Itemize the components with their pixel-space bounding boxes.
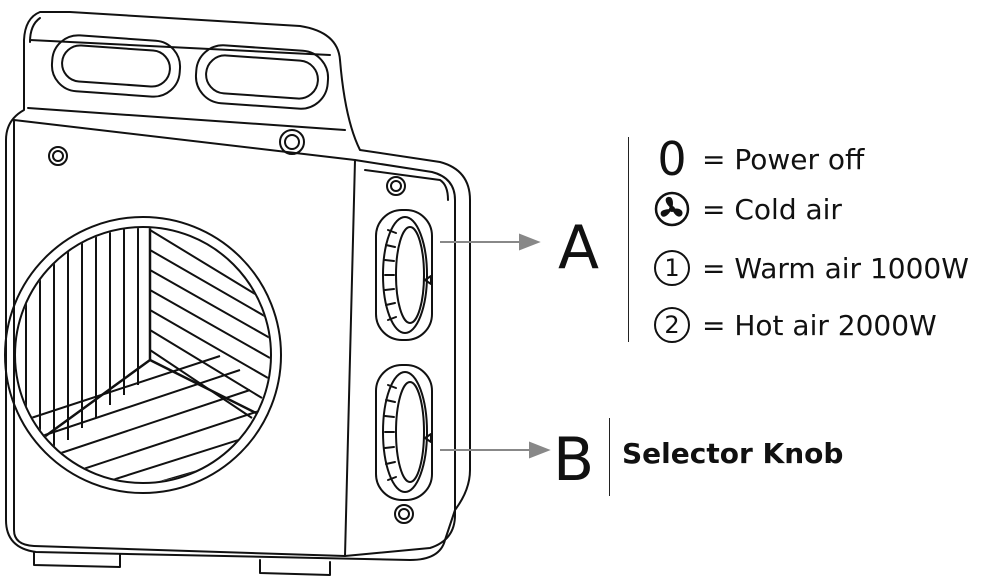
knob-a-recess bbox=[375, 209, 433, 341]
leader-arrows bbox=[440, 233, 551, 459]
callout-letter-b: B bbox=[553, 425, 595, 495]
heater-front-face bbox=[13, 119, 356, 557]
callout-b-divider bbox=[609, 418, 610, 496]
knob-b bbox=[382, 371, 432, 493]
zero-symbol: 0 bbox=[657, 132, 687, 186]
fan-icon bbox=[650, 187, 694, 231]
setting-text-hot-air: = Hot air 2000W bbox=[702, 308, 937, 342]
setting-row-warm-air: 1 = Warm air 1000W bbox=[650, 246, 969, 290]
setting-row-hot-air: 2 = Hot air 2000W bbox=[650, 303, 937, 347]
setting-row-cold-air: = Cold air bbox=[650, 187, 842, 231]
knob-a bbox=[382, 216, 432, 334]
callout-letter-a: A bbox=[558, 213, 600, 283]
setting-text-cold-air: = Cold air bbox=[702, 192, 842, 226]
arrowhead-b bbox=[529, 441, 551, 459]
grill-outer-ring bbox=[4, 216, 282, 494]
circled-two-icon: 2 bbox=[650, 303, 694, 347]
circled-one-icon: 1 bbox=[650, 246, 694, 290]
handle-slot-left bbox=[50, 34, 182, 98]
heater-side-panel bbox=[344, 159, 456, 557]
selector-knob-label: Selector Knob bbox=[622, 437, 844, 470]
handle-slot-right bbox=[194, 44, 330, 110]
grill-wires bbox=[24, 228, 270, 482]
knob-b-recess bbox=[375, 364, 433, 501]
setting-text-warm-air: = Warm air 1000W bbox=[702, 251, 969, 285]
setting-row-power-off: 0 = Power off bbox=[650, 132, 865, 186]
arrowhead-a bbox=[519, 233, 541, 251]
setting-text-power-off: = Power off bbox=[702, 142, 865, 176]
callout-a-divider bbox=[628, 137, 629, 342]
